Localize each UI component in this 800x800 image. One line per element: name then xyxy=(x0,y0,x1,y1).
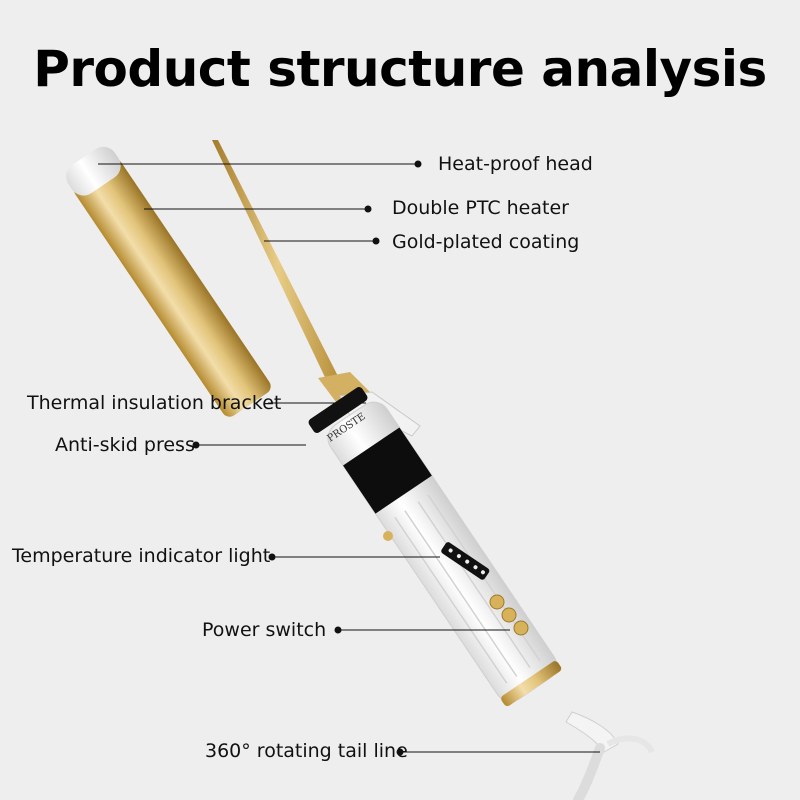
label-temperature-indicator-light: Temperature indicator light xyxy=(12,545,271,567)
gold-end-ring xyxy=(501,661,562,707)
power-switch-button[interactable] xyxy=(501,607,517,623)
side-gold-button[interactable] xyxy=(383,531,393,541)
label-double-ptc-heater: Double PTC heater xyxy=(392,197,569,219)
label-power-switch: Power switch xyxy=(202,619,327,641)
button-top[interactable] xyxy=(489,594,505,610)
hanging-loop xyxy=(606,735,655,754)
barrel xyxy=(73,159,271,417)
label-thermal-insulation-bracket: Thermal insulation bracket xyxy=(27,392,282,414)
label-heat-proof-head: Heat-proof head xyxy=(438,153,593,175)
display-band xyxy=(343,427,432,514)
black-collar xyxy=(308,387,368,433)
temperature-indicator-strip xyxy=(441,542,490,580)
callout-dots xyxy=(192,160,422,756)
rotating-tail xyxy=(565,711,619,753)
gold-clamp xyxy=(212,140,344,392)
page-title: Product structure analysis xyxy=(33,40,767,98)
label-rotating-tail-line: 360° rotating tail line xyxy=(205,740,408,762)
callout-lines xyxy=(98,163,600,753)
gold-barrel xyxy=(73,159,271,417)
heat-proof-tip xyxy=(66,146,121,196)
label-anti-skid-press: Anti-skid press xyxy=(55,434,195,456)
power-cord xyxy=(573,743,605,800)
label-gold-plated-coating: Gold-plated coating xyxy=(392,231,580,253)
button-bottom[interactable] xyxy=(513,620,529,636)
